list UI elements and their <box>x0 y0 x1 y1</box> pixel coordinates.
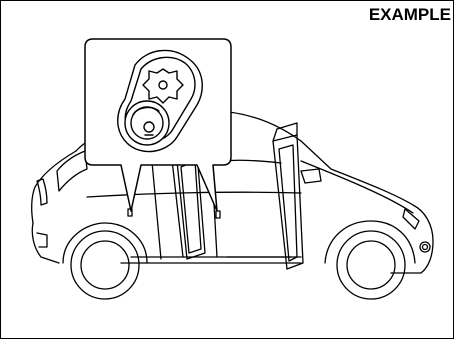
front-wheel <box>325 221 415 299</box>
front-latch-mark <box>216 211 220 218</box>
rear-wheel <box>63 223 147 299</box>
